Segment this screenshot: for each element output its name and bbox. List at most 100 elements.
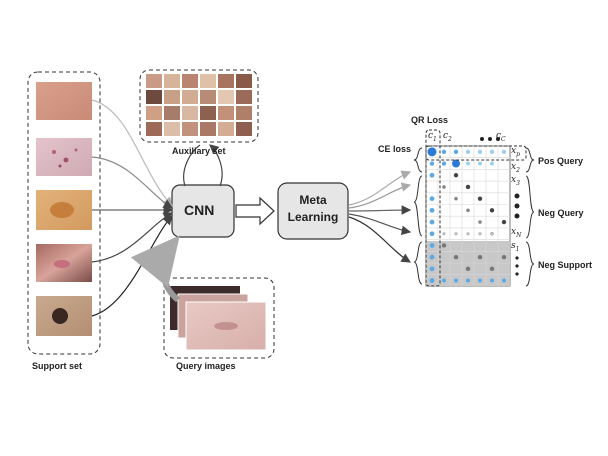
matrix-dot xyxy=(429,207,435,213)
support-image-2 xyxy=(36,138,92,176)
ce-loss-label: CE loss xyxy=(378,144,412,154)
auxiliary-thumb xyxy=(236,122,252,136)
matrix-dot xyxy=(441,243,447,248)
brace-right-2 xyxy=(525,175,535,239)
ellipsis-dot-1 xyxy=(514,193,520,199)
cnn-to-meta-arrow xyxy=(235,196,275,226)
matrix-dot xyxy=(429,266,435,272)
brace-left-1 xyxy=(413,147,423,173)
matrix-dot xyxy=(429,161,435,166)
meta-arrow-1 xyxy=(348,170,412,206)
matrix-dot xyxy=(429,196,435,202)
support-set-label: Support set xyxy=(32,361,83,371)
matrix-dot xyxy=(429,278,435,283)
auxiliary-thumb xyxy=(146,106,162,120)
col-label-c1: c1 xyxy=(428,131,437,143)
matrix-dot xyxy=(442,232,446,236)
col-label-cc: cC xyxy=(496,131,506,143)
ellipsis-dot-6 xyxy=(515,272,519,276)
support-set-box xyxy=(27,71,101,355)
matrix-dot xyxy=(477,149,483,155)
meta-arrow-2 xyxy=(348,182,412,209)
header-dot-3 xyxy=(496,137,500,141)
row-label-x3: x3 xyxy=(511,175,520,187)
auxiliary-grid xyxy=(146,74,252,136)
auxiliary-thumb xyxy=(200,106,216,120)
matrix-dot xyxy=(429,231,435,237)
matrix-dot xyxy=(429,243,435,248)
query-images-label: Query images xyxy=(176,361,236,371)
matrix-dot xyxy=(477,196,483,201)
auxiliary-thumb xyxy=(182,106,198,120)
matrix-dots xyxy=(427,147,507,283)
meta-learning-node xyxy=(277,182,349,240)
auxiliary-thumb xyxy=(200,122,216,136)
matrix-dot xyxy=(489,266,495,272)
matrix-dot xyxy=(478,161,482,166)
query-arrow xyxy=(130,235,181,303)
matrix-dot xyxy=(478,232,482,236)
matrix-dot xyxy=(465,266,471,272)
matrix-dot xyxy=(442,185,446,189)
matrix-dot xyxy=(454,232,458,236)
matrix-grid xyxy=(426,146,510,286)
auxiliary-thumb xyxy=(164,122,180,136)
col-label-c2: c2 xyxy=(443,131,452,143)
auxiliary-thumb xyxy=(200,74,216,88)
ellipsis-dot-3 xyxy=(514,213,520,219)
matrix-dot xyxy=(429,219,435,225)
neg-query-label: Neg Query xyxy=(538,208,584,218)
auxiliary-thumb xyxy=(146,122,162,136)
matrix-dot xyxy=(490,161,494,166)
auxiliary-thumb xyxy=(200,90,216,104)
brace-left-2 xyxy=(413,175,423,237)
auxiliary-thumb xyxy=(146,90,162,104)
meta-label-line2: Learning xyxy=(287,210,339,224)
matrix-dot xyxy=(489,208,495,213)
matrix-dot xyxy=(466,208,470,213)
query-images-box xyxy=(163,277,275,359)
support-image-3 xyxy=(36,190,92,230)
matrix-dot xyxy=(466,278,470,283)
matrix-dot xyxy=(478,220,482,224)
auxiliary-thumb xyxy=(236,106,252,120)
aux-link-right xyxy=(209,144,223,187)
matrix-dot xyxy=(489,149,495,155)
matrix-dot xyxy=(501,254,507,260)
auxiliary-set-box xyxy=(139,69,259,143)
header-dot-1 xyxy=(480,137,484,141)
qr-loss-label: QR Loss xyxy=(411,115,449,125)
matrix-dot xyxy=(429,254,435,260)
matrix-dot xyxy=(441,161,447,166)
matrix-dot xyxy=(477,254,483,260)
row-label-x2: x2 xyxy=(511,162,520,174)
neg-support-label: Neg Support xyxy=(538,260,592,270)
support-arrow-4 xyxy=(91,212,174,263)
ellipsis-dot-2 xyxy=(514,203,520,209)
query-image-stack xyxy=(170,286,267,351)
matrix-dot xyxy=(465,149,471,155)
brace-right-3 xyxy=(525,241,535,287)
auxiliary-thumb xyxy=(164,106,180,120)
meta-label-line1: Meta xyxy=(299,193,327,207)
matrix-dot xyxy=(501,149,507,155)
auxiliary-thumb xyxy=(164,90,180,104)
auxiliary-thumb xyxy=(182,90,198,104)
ellipsis-dot-5 xyxy=(515,264,519,268)
matrix-dot xyxy=(490,278,494,283)
matrix-dot xyxy=(427,147,437,157)
matrix-dot xyxy=(454,196,458,201)
cnn-label: CNN xyxy=(184,202,215,218)
matrix-dot xyxy=(478,278,482,283)
auxiliary-thumb xyxy=(218,122,234,136)
auxiliary-thumb xyxy=(146,74,162,88)
header-dot-2 xyxy=(488,137,492,141)
row-label-xp: xp xyxy=(511,146,520,158)
matrix-dot xyxy=(466,161,470,166)
brace-right-1 xyxy=(525,147,535,173)
support-arrow-1 xyxy=(91,99,173,207)
ellipsis-dot-4 xyxy=(515,256,519,260)
auxiliary-set-label: Auxiliary set xyxy=(172,146,226,156)
